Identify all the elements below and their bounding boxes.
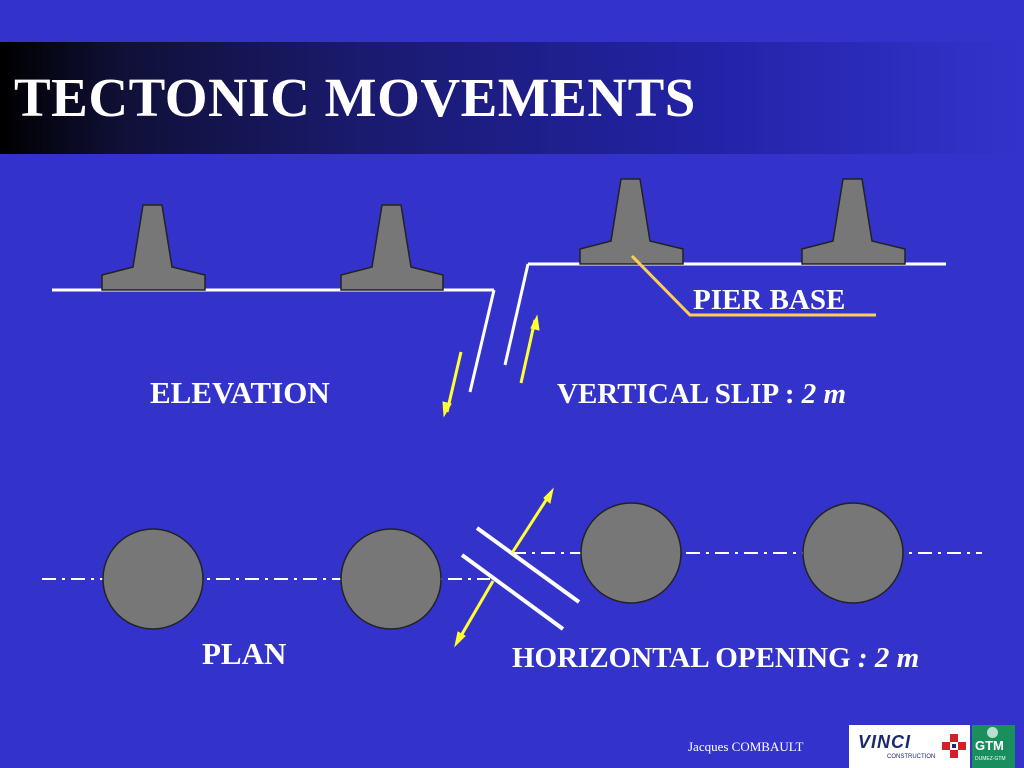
author-credit: Jacques COMBAULT [688, 739, 804, 754]
pier-plan-2 [340, 528, 442, 630]
pier-plan-1 [102, 528, 204, 630]
vinci-cross-icon [942, 734, 966, 758]
fault-right-edge [503, 263, 530, 366]
slide-title: TECTONIC MOVEMENTS [14, 67, 696, 128]
vinci-logo: VINCI CONSTRUCTION [849, 725, 970, 768]
title-bar [0, 42, 1024, 154]
pier-base-pointer [630, 254, 876, 317]
plan-label: PLAN [202, 636, 287, 671]
horizontal-opening-label: HORIZONTAL OPENING : 2 m [512, 642, 919, 675]
vertical-slip-text: VERTICAL SLIP : [557, 378, 802, 410]
horizontal-opening-arrow-down [454, 580, 495, 648]
vertical-slip-arrow-up [519, 314, 540, 384]
gtm-logo-text: GTM [975, 738, 1004, 753]
pier-base-label: PIER BASE [693, 284, 846, 316]
vertical-slip-value: 2 m [801, 378, 847, 410]
horizontal-opening-arrow-up [510, 487, 554, 554]
pier-elevation-2 [340, 204, 444, 291]
pier-plan-4 [802, 502, 904, 604]
vinci-logo-subtext: CONSTRUCTION [887, 754, 936, 760]
elevation-label: ELEVATION [150, 375, 330, 410]
pier-elevation-1 [101, 204, 206, 291]
plan-fault-line-1 [475, 526, 581, 604]
fault-left-edge [468, 289, 496, 393]
horizontal-opening-text: HORIZONTAL OPENING [512, 642, 858, 674]
gtm-logo-subtext: DUMEZ-GTM [975, 756, 1006, 762]
vinci-logo-text: VINCI [858, 732, 912, 752]
pier-plan-3 [580, 502, 682, 604]
horizontal-opening-value: : 2 m [857, 642, 920, 674]
gtm-logo: GTM DUMEZ-GTM [972, 725, 1015, 768]
vertical-slip-arrow-down [442, 351, 463, 418]
gtm-emblem-icon [987, 727, 998, 738]
plan-fault-line-2 [460, 553, 565, 631]
pier-elevation-3 [579, 178, 684, 265]
pier-elevation-4 [801, 178, 906, 265]
vertical-slip-label: VERTICAL SLIP : 2 m [557, 378, 846, 411]
